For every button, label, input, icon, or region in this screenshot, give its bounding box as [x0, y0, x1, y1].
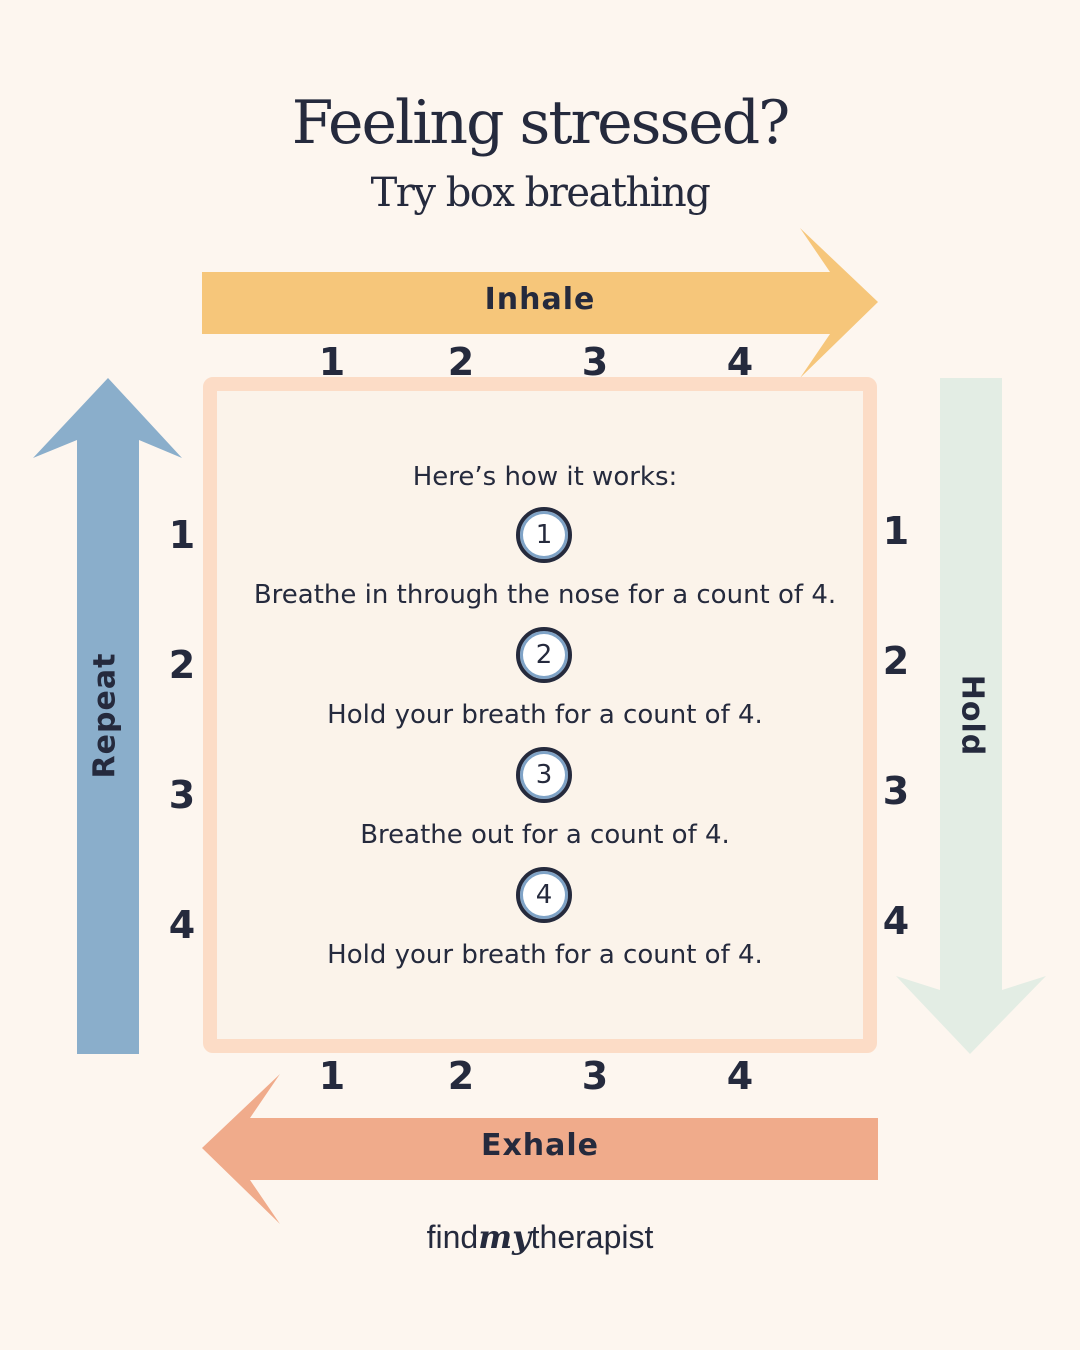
inhale-count-4: 4	[726, 340, 754, 384]
exhale-count-1: 1	[318, 1054, 346, 1098]
page-subtitle: Try box breathing	[370, 170, 711, 216]
repeat-count-2: 2	[168, 643, 196, 687]
logo-my: my	[478, 1218, 531, 1256]
step-2-badge: 2	[516, 627, 572, 683]
step-1-badge: 1	[516, 507, 572, 563]
center-box	[203, 377, 877, 1053]
repeat-count-4: 4	[168, 903, 196, 947]
brand-logo: findmytherapist	[0, 1218, 1080, 1256]
step-4-text: Hold your breath for a count of 4.	[327, 940, 763, 970]
step-3-badge: 3	[516, 747, 572, 803]
repeat-count-1: 1	[168, 513, 196, 557]
step-1-text: Breathe in through the nose for a count …	[253, 580, 837, 610]
repeat-count-3: 3	[168, 773, 196, 817]
logo-find: find	[426, 1219, 479, 1255]
logo-therapist: therapist	[530, 1219, 654, 1255]
inhale-count-3: 3	[581, 340, 609, 384]
exhale-label: Exhale	[480, 1128, 600, 1163]
exhale-count-4: 4	[726, 1054, 754, 1098]
step-3-text: Breathe out for a count of 4.	[360, 820, 730, 850]
hold-count-4: 4	[882, 899, 910, 943]
inhale-count-2: 2	[447, 340, 475, 384]
step-4-badge: 4	[516, 867, 572, 923]
exhale-arrow	[202, 1074, 878, 1224]
hold-count-3: 3	[882, 769, 910, 813]
how-it-works-heading: Here’s how it works:	[412, 462, 678, 492]
step-2-text: Hold your breath for a count of 4.	[327, 700, 763, 730]
inhale-label: Inhale	[484, 282, 596, 317]
repeat-arrow	[33, 378, 182, 1054]
page-title: Feeling stressed?	[291, 88, 791, 158]
repeat-label: Repeat	[87, 652, 123, 779]
inhale-arrow	[202, 228, 878, 378]
hold-label: Hold	[954, 674, 990, 757]
exhale-count-3: 3	[581, 1054, 609, 1098]
hold-arrow	[896, 378, 1046, 1054]
exhale-count-2: 2	[447, 1054, 475, 1098]
hold-count-2: 2	[882, 639, 910, 683]
hold-count-1: 1	[882, 509, 910, 553]
inhale-count-1: 1	[318, 340, 346, 384]
